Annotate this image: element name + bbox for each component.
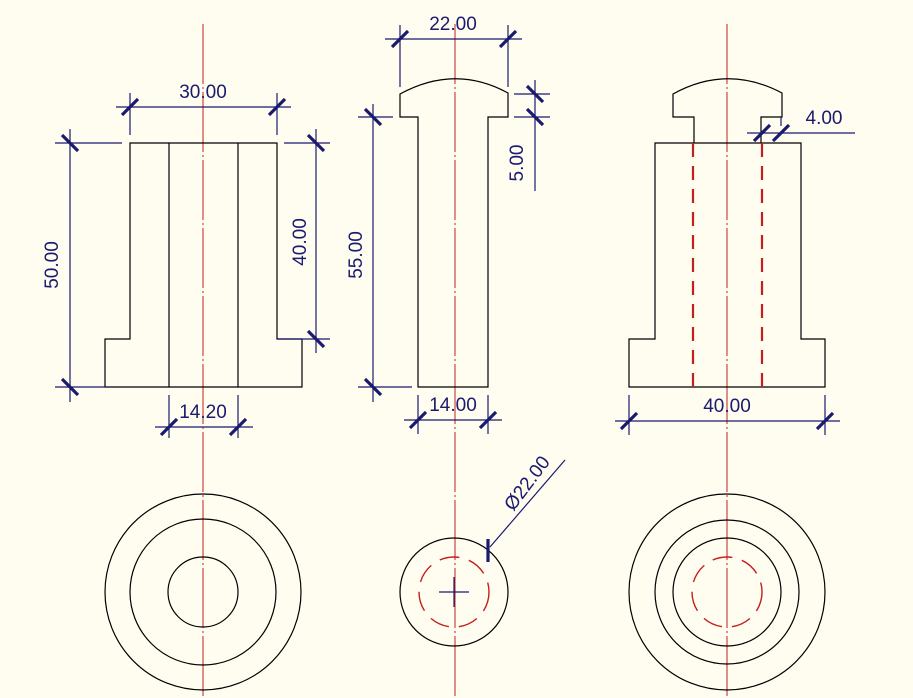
dimension-diameter-22: Ø22.00 — [486, 452, 566, 562]
end-view-right — [628, 493, 826, 691]
dim-label-55: 55.00 — [346, 231, 367, 279]
dim-label-5: 5.00 — [507, 145, 528, 182]
dimension-55: 55.00 — [346, 104, 412, 402]
section-view: 30.00 50.00 40.00 14.20 — [42, 82, 330, 438]
dim-label-30: 30.00 — [179, 82, 227, 103]
dimension-14-20: 14.20 — [155, 395, 253, 438]
dimension-30: 30.00 — [116, 82, 291, 135]
dimension-5: 5.00 — [507, 80, 550, 191]
dimension-22: 22.00 — [385, 14, 522, 87]
dim-label-40: 40.00 — [290, 218, 311, 266]
dim-label-14: 14.00 — [429, 395, 477, 416]
dim-label-50: 50.00 — [42, 241, 63, 289]
dim-label-22: 22.00 — [429, 14, 477, 35]
end-view-middle: Ø22.00 — [399, 452, 566, 647]
dim-label-4: 4.00 — [806, 108, 843, 129]
dimension-40-base: 40.00 — [615, 395, 840, 435]
dimension-40: 40.00 — [278, 129, 330, 353]
assembly-view: 4.00 40.00 — [615, 78, 855, 435]
dimension-50: 50.00 — [42, 129, 122, 402]
hatched-wall-left — [104, 142, 170, 388]
pin-view: 22.00 5.00 55.00 14.00 — [346, 14, 550, 434]
dimension-14: 14.00 — [404, 395, 502, 434]
dimension-4: 4.00 — [747, 108, 855, 143]
dim-label-40-base: 40.00 — [703, 396, 751, 417]
dim-label-14-20: 14.20 — [179, 402, 227, 423]
end-view-left — [104, 493, 302, 691]
dim-label-diameter-22: Ø22.00 — [500, 452, 554, 514]
